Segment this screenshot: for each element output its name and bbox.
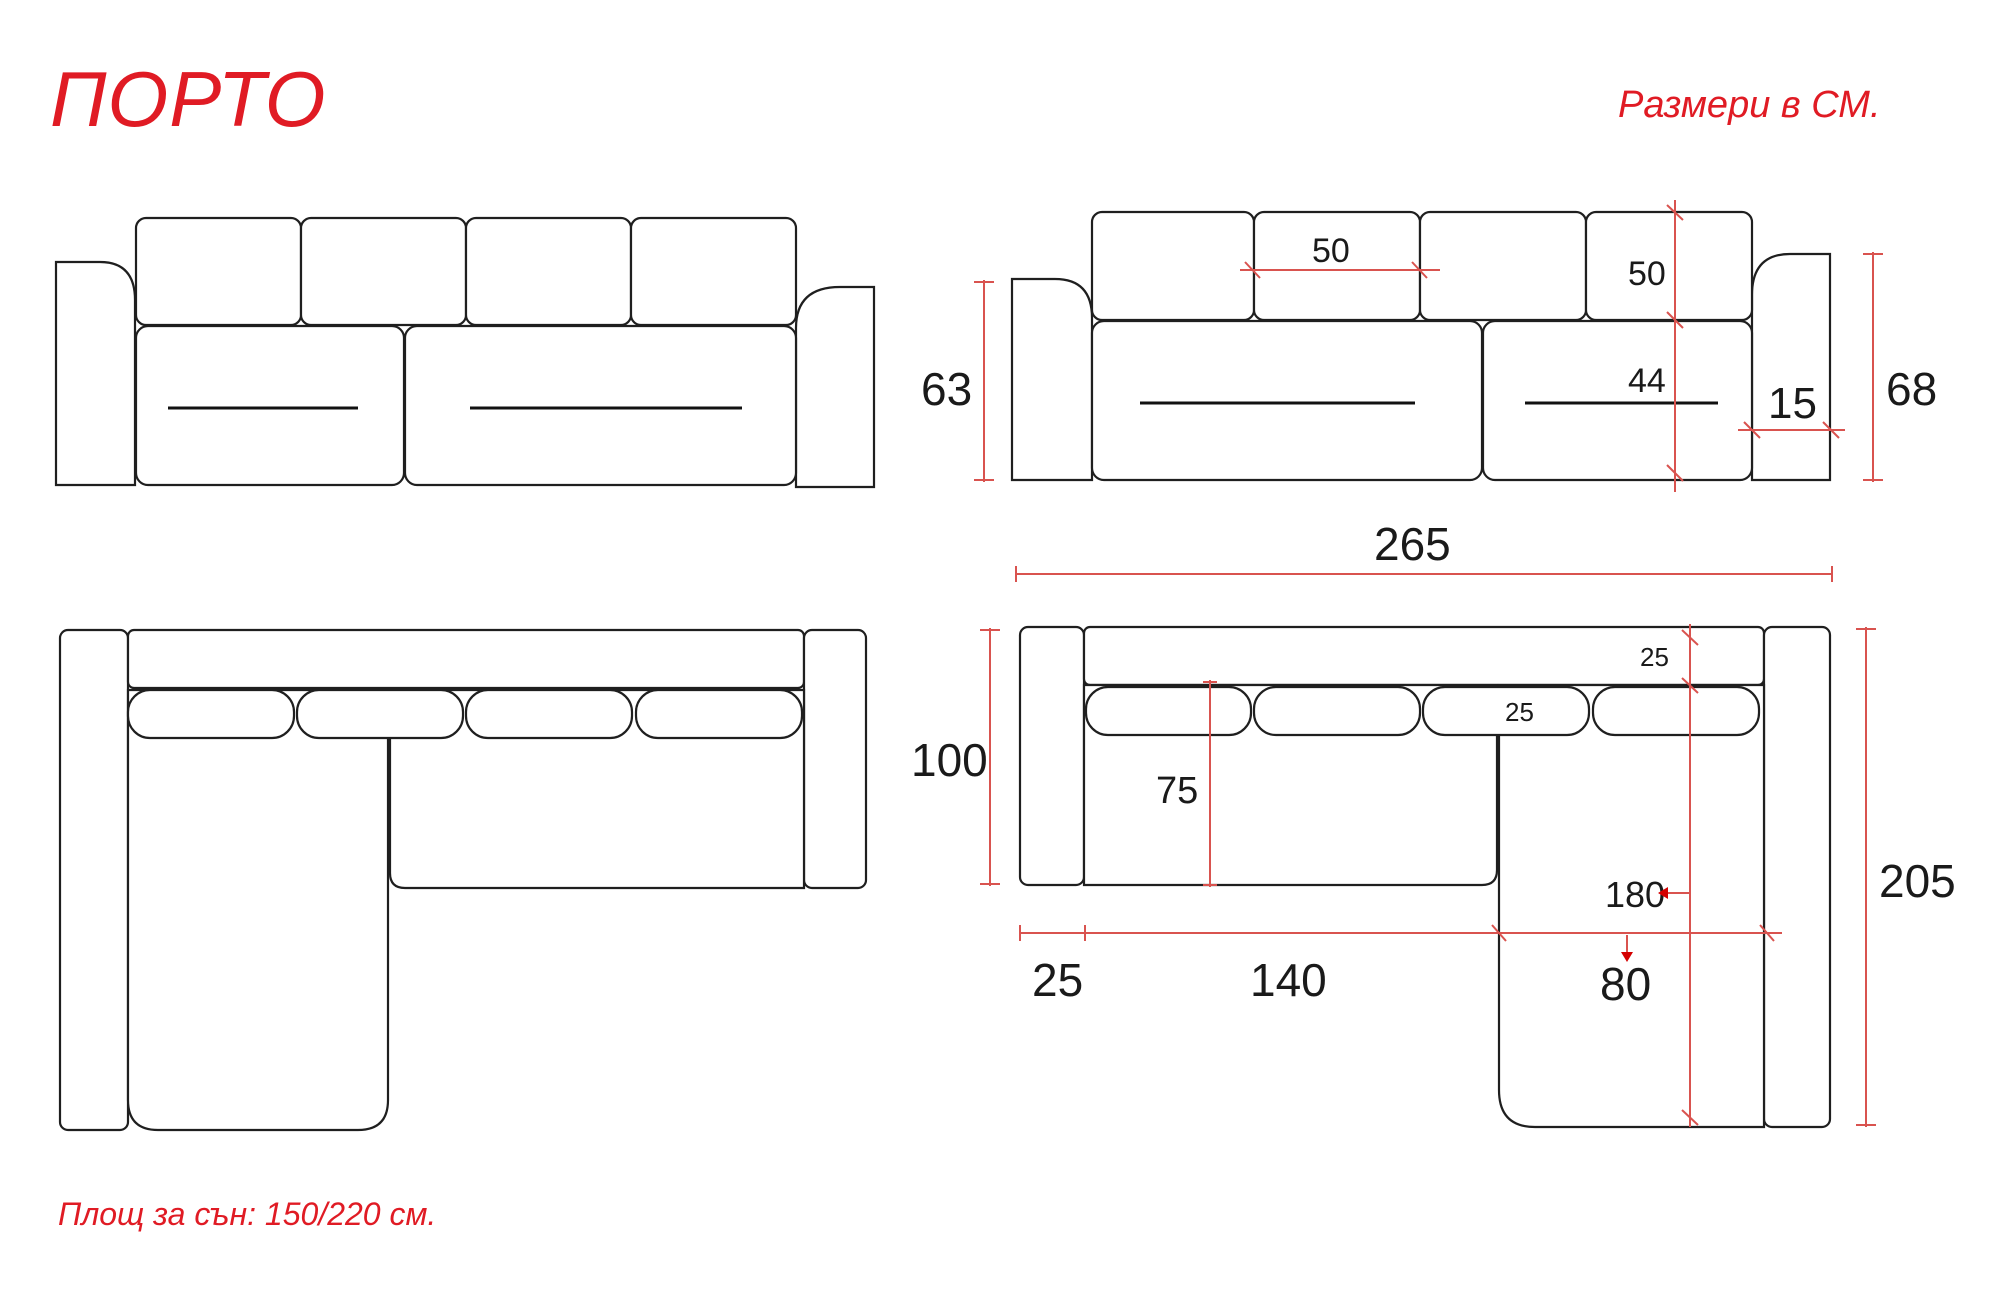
back-cushion	[126, 688, 296, 740]
chaise-width-label: 80	[1600, 958, 1651, 1010]
right-armrest	[1750, 252, 1832, 482]
back-cushion	[464, 216, 633, 327]
front-height-right-label: 68	[1886, 363, 1937, 415]
seat-cushion	[403, 324, 798, 487]
back-cushion	[1084, 685, 1253, 737]
right-armrest	[794, 285, 876, 489]
top-view-plain	[58, 628, 868, 1132]
seat-cushion	[1481, 319, 1754, 482]
back-cushion	[134, 216, 303, 327]
right-arm	[1762, 625, 1832, 1129]
back-cushion	[1252, 685, 1422, 737]
top-view-dimensioned: 25 25 75 100 180 205 25 140 80	[911, 624, 1956, 1129]
back-cushion	[629, 216, 798, 327]
cushion-height-label: 50	[1628, 255, 1666, 293]
back-cushion	[1090, 210, 1256, 322]
front-view-dimensioned: 50 50 44 15 63 68	[921, 200, 1937, 492]
front-view-plain	[54, 216, 876, 489]
back-cushion	[1591, 685, 1761, 737]
left-armrest	[54, 260, 137, 487]
chaise-seat	[126, 688, 390, 1132]
back-cushion	[634, 688, 804, 740]
back-cushion	[1584, 210, 1754, 322]
left-armrest	[1010, 277, 1094, 482]
chaise-seat	[1497, 683, 1766, 1129]
cushion-width-label: 50	[1312, 232, 1350, 270]
back-cushion	[295, 688, 465, 740]
total-length-label: 205	[1879, 855, 1956, 907]
back-cushion	[1418, 210, 1588, 322]
back-cushion	[1421, 685, 1591, 737]
back-depth-label: 25	[1640, 642, 1669, 672]
seat-height-label: 44	[1628, 362, 1666, 400]
left-arm	[58, 628, 130, 1132]
left-arm	[1018, 625, 1086, 887]
seat-cushion	[134, 324, 406, 487]
back-cushion	[299, 216, 468, 327]
seat-depth-label: 75	[1156, 770, 1198, 812]
units-note: Размери в СМ.	[1618, 84, 1881, 126]
sleep-area-note: Площ за сън: 150/220 см.	[58, 1196, 437, 1232]
backrest	[126, 628, 806, 690]
chaise-length-label: 180	[1605, 874, 1665, 915]
page-title: ПОРТО	[50, 55, 327, 143]
sofa-width-label: 140	[1250, 954, 1327, 1006]
armrest-width-label: 15	[1768, 379, 1817, 428]
seat-cushion	[1090, 319, 1484, 482]
cushion-depth-label: 25	[1505, 697, 1534, 727]
back-cushion	[464, 688, 634, 740]
total-width-dimension: 265	[1015, 518, 1833, 582]
sofa-seat	[388, 688, 806, 890]
front-height-left-label: 63	[921, 363, 972, 415]
depth-label: 100	[911, 734, 988, 786]
right-arm	[802, 628, 868, 890]
arm-width-label: 25	[1032, 954, 1083, 1006]
total-width-label: 265	[1374, 518, 1451, 570]
